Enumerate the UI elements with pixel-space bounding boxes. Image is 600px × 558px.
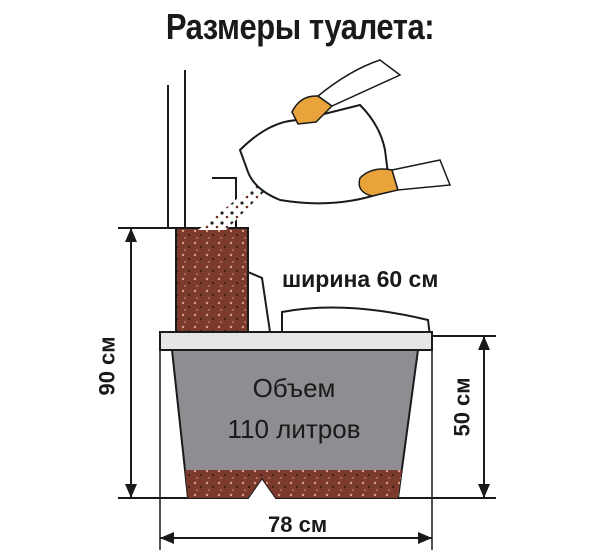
dim-bottom-arrow-left xyxy=(160,532,174,544)
dim-right-arrow-top xyxy=(478,336,490,350)
tank-rim xyxy=(159,331,433,351)
width-label: ширина 60 см xyxy=(282,266,439,292)
volume-label-line2-text: 110 литров xyxy=(227,414,361,444)
falling-granules xyxy=(198,182,266,230)
dim-bottom-label: 78 см xyxy=(268,512,328,537)
glove-upper xyxy=(291,95,334,125)
peat-container xyxy=(175,227,249,333)
dim-right-label: 50 см xyxy=(449,377,475,437)
seat-lid xyxy=(281,306,432,337)
dim-right-arrow-bottom xyxy=(478,484,490,498)
arm-upper xyxy=(316,59,402,107)
dim-left-arrow-bottom xyxy=(125,484,137,498)
diagram-title: Размеры туалета: xyxy=(165,6,435,47)
dim-left-arrow-top xyxy=(125,228,137,242)
waste-layer xyxy=(185,470,402,498)
arm-lower xyxy=(391,159,452,191)
volume-label-line1-text: Объем xyxy=(252,373,336,403)
dim-bottom-arrow-right xyxy=(418,532,432,544)
dim-left-label: 90 см xyxy=(94,336,120,396)
seat-back xyxy=(247,270,272,333)
